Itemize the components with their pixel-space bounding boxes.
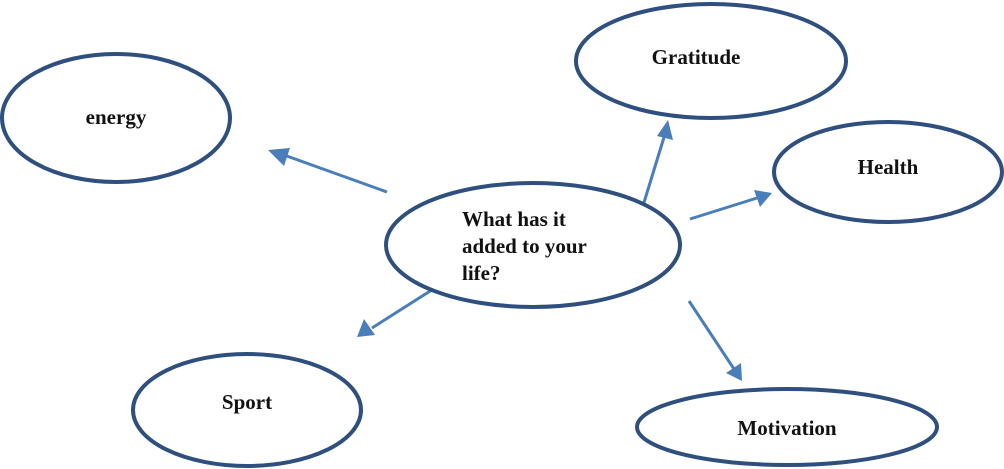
node-gratitude-label: Gratitude [652, 45, 741, 69]
center-label-line-1: What has it [462, 207, 566, 231]
node-health: Health [772, 120, 1004, 224]
arrow-to-motivation [687, 300, 742, 381]
node-motivation-label: Motivation [737, 416, 836, 440]
node-energy: energy [0, 52, 232, 184]
node-gratitude: Gratitude [574, 2, 848, 120]
node-sport: Sport [131, 352, 363, 468]
arrow-to-health [689, 190, 772, 221]
node-health-label: Health [858, 155, 919, 179]
center-label-line-2: added to your [462, 234, 587, 258]
arrow-to-energy [268, 148, 388, 194]
center-node: What has it added to your life? [384, 181, 682, 309]
center-label-line-3: life? [462, 261, 500, 285]
node-energy-label: energy [86, 105, 147, 129]
node-motivation: Motivation [635, 387, 939, 467]
node-sport-label: Sport [222, 390, 272, 414]
